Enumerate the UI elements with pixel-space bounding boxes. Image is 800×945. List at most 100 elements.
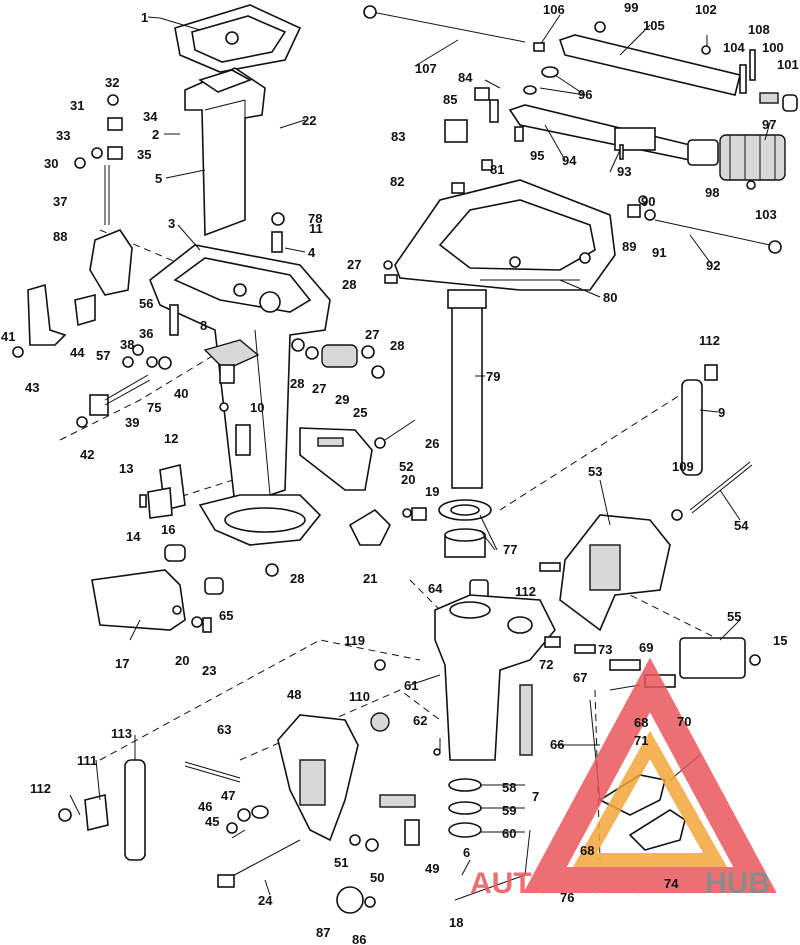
callout-label: 19 [425, 484, 439, 499]
callout-label: 63 [217, 722, 231, 737]
part-48-stern-bracket [277, 714, 359, 842]
watermark-triangle-inner [573, 730, 727, 867]
callout-label: 71 [634, 733, 648, 748]
callout-label: 97 [762, 117, 776, 132]
callout-label: 25 [353, 405, 367, 420]
callout-label: 101 [777, 57, 799, 72]
callout-label: 52 [399, 459, 413, 474]
callout-label: 29 [335, 392, 349, 407]
watermark-text-moto: MOTO [560, 867, 649, 900]
callout-label: 3 [168, 216, 175, 231]
callout-label: 23 [202, 663, 216, 678]
callout-label: 67 [573, 670, 587, 685]
part-9-link [681, 379, 703, 476]
callout-label: 1 [141, 10, 148, 25]
callout-label: 78 [308, 211, 322, 226]
part-97-grip [719, 134, 786, 181]
callout-label: 2 [152, 127, 159, 142]
callout-label: 20 [175, 653, 189, 668]
callout-label: 34 [143, 109, 158, 124]
part-55-plate [679, 637, 746, 679]
part-63-bolt [184, 761, 241, 783]
callout-label: 4 [308, 245, 316, 260]
callout-label: 69 [639, 640, 653, 655]
fasteners [12, 21, 761, 908]
callout-label: 94 [562, 153, 577, 168]
part-8-mount [203, 339, 260, 384]
callout-label: 99 [624, 0, 638, 15]
callout-label: 21 [363, 571, 377, 586]
callout-label: 109 [672, 459, 694, 474]
callout-label: 44 [70, 345, 85, 360]
callout-label: 84 [458, 70, 473, 85]
callout-label: 45 [205, 814, 219, 829]
callout-label: 32 [105, 75, 119, 90]
part-98-sleeve [687, 139, 719, 166]
callout-label: 93 [617, 164, 631, 179]
part-39-shaft [89, 374, 151, 416]
callout-label: 106 [543, 2, 565, 17]
callout-label: 68 [634, 715, 648, 730]
callout-label: 58 [502, 780, 516, 795]
callout-label: 72 [539, 657, 553, 672]
callout-label: 49 [425, 861, 439, 876]
part-61-swivel-bracket [434, 594, 556, 761]
callout-label: 35 [137, 147, 151, 162]
part-113-link [124, 759, 146, 861]
part-105-tiller-cover [558, 34, 741, 96]
callout-label: 73 [598, 642, 612, 657]
callout-label: 28 [290, 376, 304, 391]
callout-label: 54 [734, 518, 749, 533]
part-3-lower-housing [149, 244, 331, 546]
callout-label: 112 [699, 333, 720, 348]
callout-label: 27 [365, 327, 379, 342]
part-58-bushing [448, 778, 482, 792]
callout-label: 57 [96, 348, 110, 363]
part-41-bracket [27, 283, 67, 346]
watermark-text-hub: HUB [705, 867, 770, 900]
callout-label: 22 [302, 113, 316, 128]
callout-label: 75 [147, 400, 161, 415]
callout-label: 59 [502, 803, 516, 818]
part-79-steering-tube [447, 289, 487, 489]
part-44-plate [74, 293, 96, 327]
callout-label: 113 [111, 726, 132, 741]
callout-label: 104 [723, 40, 745, 55]
callout-label: 85 [443, 92, 457, 107]
part-24-rod [217, 839, 301, 888]
part-88-lever [89, 229, 133, 296]
callout-label: 30 [44, 156, 58, 171]
callout-label: 43 [25, 380, 39, 395]
callout-label: 27 [312, 381, 326, 396]
callout-label: 105 [643, 18, 665, 33]
callout-label: 76 [560, 890, 574, 905]
callout-label: 55 [727, 609, 741, 624]
part-60-bushing [448, 822, 482, 838]
callout-label: 48 [287, 687, 301, 702]
callout-label: 17 [115, 656, 129, 671]
part-65-fitting [204, 577, 224, 595]
callout-label: 66 [550, 737, 564, 752]
callout-label: 9 [718, 405, 725, 420]
callout-label: 88 [53, 229, 67, 244]
callout-label: 90 [641, 194, 655, 209]
callout-label: 91 [652, 245, 666, 260]
callout-label: 98 [705, 185, 719, 200]
callout-label: 38 [120, 337, 134, 352]
part-83-friction-block [444, 119, 468, 143]
part-29-damper [321, 344, 358, 368]
callout-label: 11 [309, 221, 323, 236]
callout-label: 112 [515, 584, 536, 599]
part-54-bolt [689, 461, 753, 514]
part-80-steering-bracket [394, 179, 616, 291]
callout-label: 31 [70, 98, 84, 113]
callout-label: 42 [80, 447, 94, 462]
callout-label: 24 [258, 893, 273, 908]
watermark-triangle-outer [523, 657, 777, 893]
callout-label: 7 [532, 789, 539, 804]
callout-label: 82 [390, 174, 404, 189]
callout-label: 103 [755, 207, 777, 222]
part-76-rod [454, 829, 531, 901]
callout-label: 96 [578, 87, 592, 102]
